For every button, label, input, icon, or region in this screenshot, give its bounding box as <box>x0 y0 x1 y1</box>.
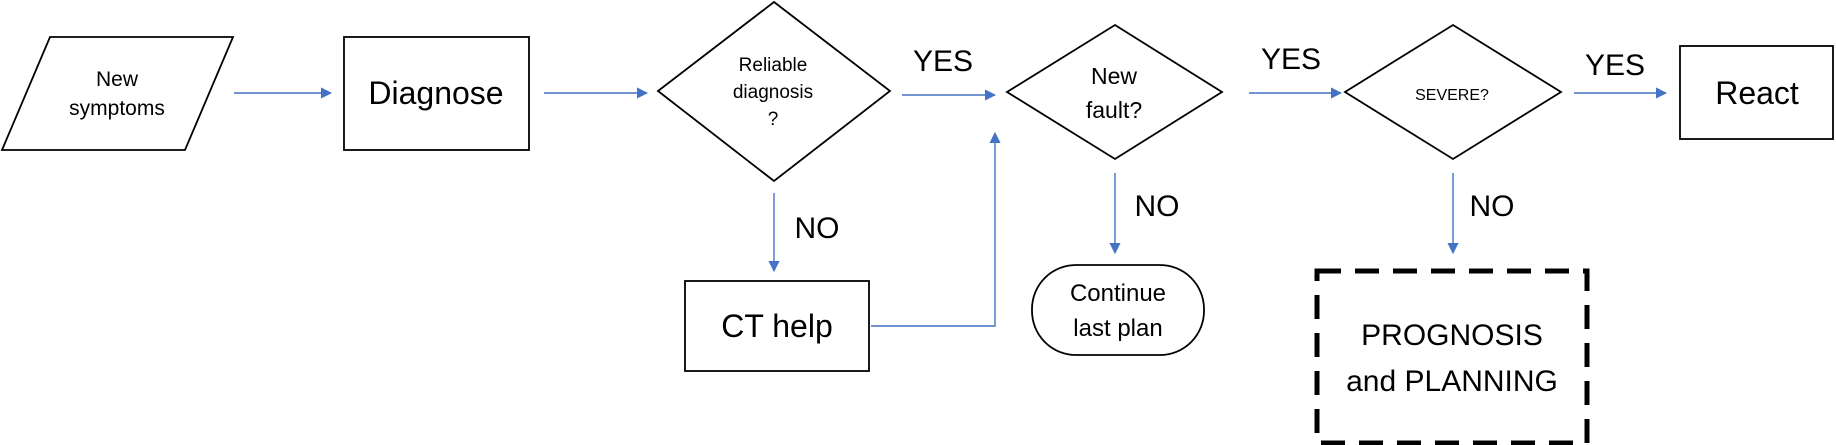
edge-ct-help-to-new-fault <box>871 131 1001 327</box>
node-prognosis-planning: PROGNOSIS and PLANNING <box>1314 268 1590 445</box>
reliable-yes-label: YES <box>913 45 973 78</box>
reliable-diagnosis-line1: Reliable <box>739 55 808 76</box>
continue-last-plan-line2: last plan <box>1073 315 1162 342</box>
diagnose-label: Diagnose <box>368 75 503 111</box>
node-reliable-diagnosis: Reliable diagnosis ? <box>656 0 892 183</box>
fault-yes-label: YES <box>1261 43 1321 76</box>
severe-no-label: NO <box>1470 190 1515 223</box>
node-diagnose: Diagnose <box>343 36 530 151</box>
new-fault-line2: fault? <box>1086 97 1142 123</box>
node-react: React <box>1679 45 1834 140</box>
reliable-diagnosis-line3: ? <box>768 109 779 130</box>
new-symptoms-label-line1: New <box>96 68 139 91</box>
node-severe: SEVERE? <box>1343 23 1563 161</box>
ct-help-label: CT help <box>721 308 832 344</box>
node-new-fault: New fault? <box>1005 23 1224 161</box>
node-continue-last-plan: Continue last plan <box>1031 264 1205 356</box>
severe-yes-label: YES <box>1585 49 1645 82</box>
severe-label: SEVERE? <box>1415 87 1489 104</box>
fault-no-label: NO <box>1135 190 1180 223</box>
new-symptoms-label-line2: symptoms <box>69 97 165 120</box>
node-new-symptoms: New symptoms <box>0 36 235 151</box>
reliable-diagnosis-line2: diagnosis <box>733 82 813 103</box>
prognosis-planning-line2: and PLANNING <box>1346 365 1558 398</box>
node-ct-help: CT help <box>684 280 870 372</box>
continue-last-plan-line1: Continue <box>1070 280 1166 307</box>
prognosis-planning-line1: PROGNOSIS <box>1361 319 1543 352</box>
react-label: React <box>1715 75 1799 111</box>
reliable-no-label: NO <box>795 212 840 245</box>
new-fault-line1: New <box>1091 63 1137 89</box>
